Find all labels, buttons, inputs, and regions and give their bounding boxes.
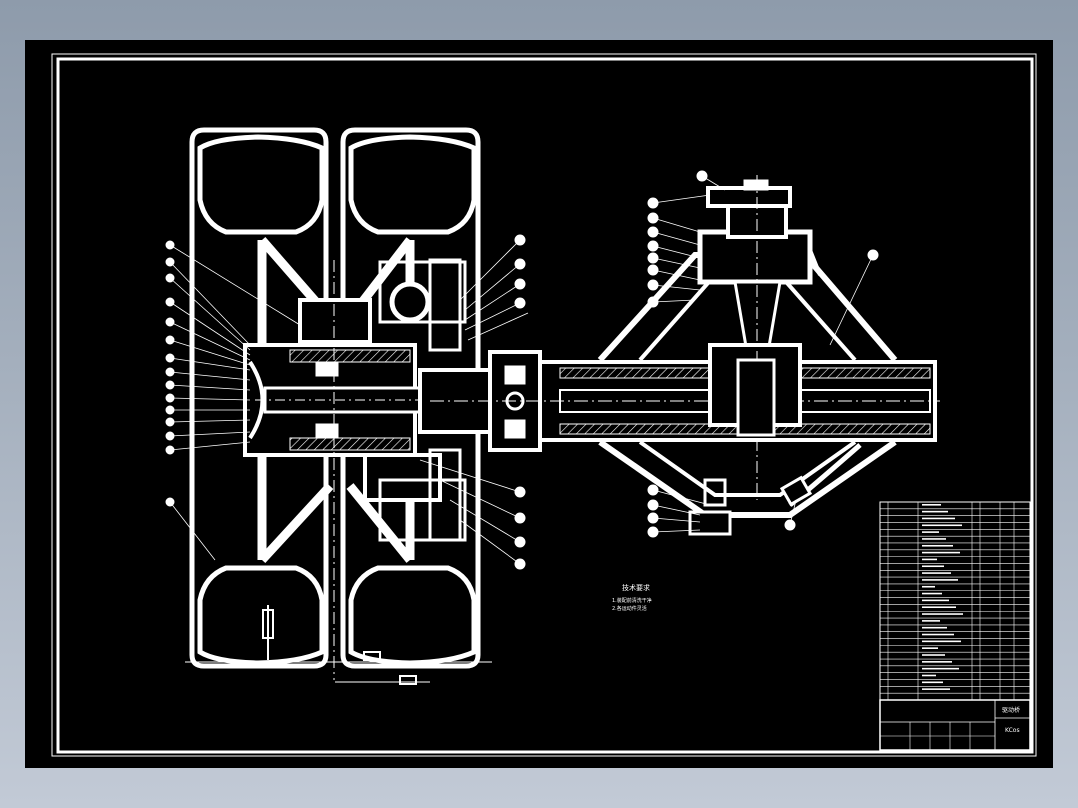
bom-entry-mark [922,626,947,629]
u-joint-cap-bottom [504,419,526,439]
tire-valve [363,651,381,661]
bom-entry-mark [922,647,938,649]
bom-entry-mark [922,538,946,540]
brake-mount-bottom [378,478,467,542]
technical-note-line-2: 2.各运动件灵活 [612,605,647,612]
bom-entry-mark [922,524,962,527]
u-joint-cap-top [504,365,526,385]
bom-entry-mark [922,510,948,513]
valve-body [262,609,274,639]
drain-bolt [688,510,732,536]
bom-entry-mark [922,531,939,533]
outer-border [51,53,1037,757]
pinion-housing [697,229,813,285]
knuckle-lower [428,448,462,542]
bottom-plug [703,478,727,507]
bom-entry-mark [922,613,963,615]
bom-entry-mark [922,661,952,663]
ground-marker [399,675,417,685]
bom-entry-mark [922,585,935,588]
balloons-mid [514,234,526,570]
input-flange-nut [743,179,769,191]
bom-entry-mark [922,572,951,574]
bom-entry-mark [922,681,943,684]
technical-note-line-1: 1.装配前清洗干净 [612,597,652,604]
bom-entry-mark [922,606,956,609]
input-flange [706,186,792,208]
tire-right [340,127,481,669]
hub-hatch-top [289,349,411,363]
leader-lines-right [652,175,874,533]
bom-entry-mark [922,599,949,602]
leader-lines-mid [419,239,529,565]
bom-entry-mark [922,620,940,622]
hub-hatch-bottom [289,437,411,451]
vent-fitting [779,475,813,507]
bom-entry-mark [922,667,959,670]
brake-chamber [389,281,431,323]
bracket-right [808,249,822,276]
parts-list-table [879,501,1031,701]
bom-entry-mark [922,558,937,561]
differential-case [736,358,776,437]
tire-right-upper-cavity [348,134,477,235]
bom-entry-mark [922,517,955,520]
bom-entry-mark [922,551,960,554]
leader-lines-left [169,244,301,561]
bom-entry-mark [922,654,945,656]
balloons-right [647,170,879,538]
title-block: 驱动桥 KCos [879,699,1031,751]
technical-note: 技术要求 1.装配前清洗干净 2.各运动件灵活 [612,583,652,612]
title-block-frame [879,699,1031,751]
differential-housing-lower [598,439,897,518]
bom-entry-mark [922,640,961,643]
brake-mount-top [378,260,467,324]
bom-entry-mark [922,504,941,506]
knuckle-upper [428,258,462,352]
bom-entry-mark [922,565,944,568]
bearing-lower [315,423,339,439]
housing-rib-lower [638,440,857,497]
inner-border [56,57,1034,754]
bom-entry-mark [922,633,954,636]
brake-caliper-top [298,298,372,344]
bom-entry-mark [922,579,958,581]
bom-entry-mark [922,592,942,595]
bom-entry-mark [922,688,950,690]
title-block-drawing-code: KCos [1005,727,1020,734]
technical-note-title: 技术要求 [622,583,650,592]
bearing-upper [315,361,339,377]
title-block-drawing-name: 驱动桥 [1002,706,1020,714]
balloons-left [165,240,175,507]
axle-housing [418,170,940,538]
bom-entry-mark [922,674,936,677]
wheel-hub-assembly [165,127,529,685]
tire-left [189,127,329,669]
tire-left-upper-cavity [197,134,325,235]
bom-entry-mark [922,544,953,547]
